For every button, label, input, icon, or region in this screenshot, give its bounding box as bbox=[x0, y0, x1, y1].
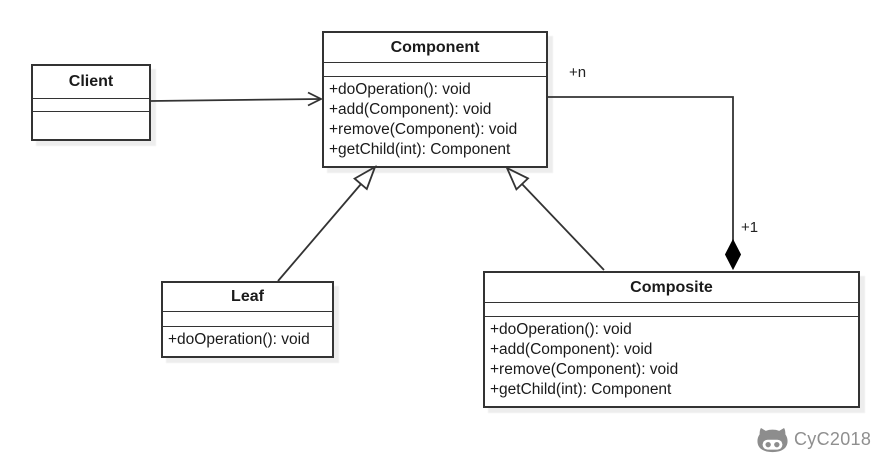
method-line: +doOperation(): void bbox=[329, 81, 471, 98]
filled-diamond-arrowhead bbox=[724, 238, 742, 271]
open-arrowhead-client-component bbox=[307, 91, 324, 107]
class-client-name: Client bbox=[33, 66, 149, 99]
hollow-triangle-arrowhead-composite bbox=[505, 166, 530, 191]
class-leaf-methods: +doOperation(): void bbox=[163, 327, 332, 356]
class-component-methods: +doOperation(): void +add(Component): vo… bbox=[324, 77, 546, 166]
method-line: +getChild(int): Component bbox=[490, 381, 672, 398]
class-leaf-attributes bbox=[163, 312, 332, 327]
cat-logo-icon bbox=[757, 427, 788, 453]
class-composite-name: Composite bbox=[485, 273, 858, 303]
class-component-attributes bbox=[324, 63, 546, 77]
class-client: Client bbox=[31, 64, 151, 141]
method-line: +remove(Component): void bbox=[329, 121, 518, 138]
watermark: CyC2018 bbox=[756, 425, 871, 454]
class-client-attributes bbox=[33, 99, 149, 112]
method-line: +doOperation(): void bbox=[490, 321, 632, 338]
multiplicity-label-1: +1 bbox=[741, 219, 759, 236]
class-composite-attributes bbox=[485, 303, 858, 317]
generalization-composite-component-line bbox=[521, 183, 605, 271]
method-line: +remove(Component): void bbox=[490, 361, 679, 378]
method-line: +getChild(int): Component bbox=[329, 141, 511, 158]
class-leaf: Leaf +doOperation(): void bbox=[161, 281, 334, 358]
method-line: +doOperation(): void bbox=[168, 331, 310, 348]
method-line: +add(Component): void bbox=[329, 101, 492, 118]
watermark-text: CyC2018 bbox=[794, 429, 872, 449]
multiplicity-label-n: +n bbox=[569, 64, 587, 81]
class-client-methods bbox=[33, 112, 149, 139]
hollow-triangle-arrowhead-leaf bbox=[353, 164, 377, 191]
method-line: +add(Component): void bbox=[490, 341, 653, 358]
association-client-component-line bbox=[150, 98, 321, 102]
composition-component-composite-line bbox=[548, 96, 734, 241]
class-component-name: Component bbox=[324, 33, 546, 63]
class-leaf-name: Leaf bbox=[163, 283, 332, 312]
generalization-leaf-component-line bbox=[277, 183, 362, 282]
class-composite: Composite +doOperation(): void +add(Comp… bbox=[483, 271, 860, 408]
class-component: Component +doOperation(): void +add(Comp… bbox=[322, 31, 548, 168]
class-composite-methods: +doOperation(): void +add(Component): vo… bbox=[485, 317, 858, 406]
